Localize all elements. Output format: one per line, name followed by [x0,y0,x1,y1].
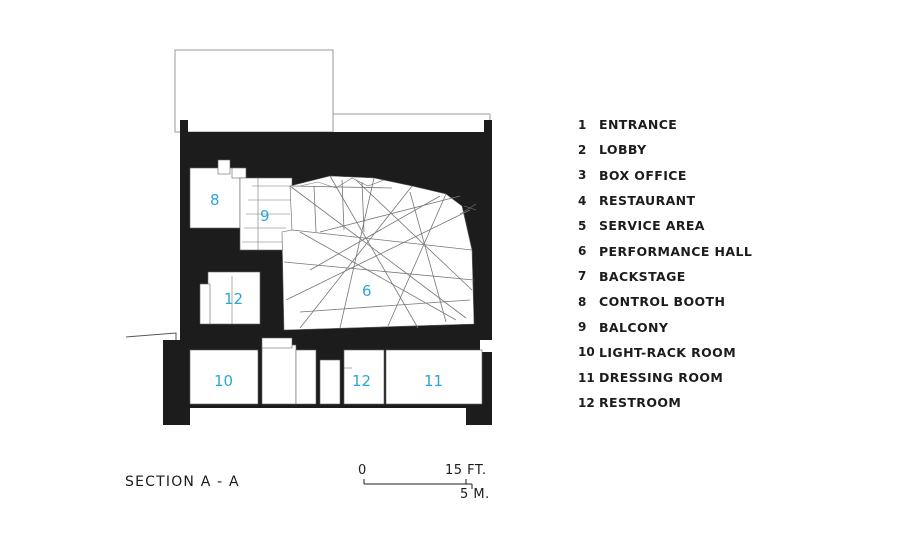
restroom-lower-room [343,349,385,405]
legend-label: BOX OFFICE [599,167,687,183]
legend-label: RESTAURANT [599,193,696,209]
legend-label: ENTRANCE [599,117,678,133]
legend-number: 12 [578,395,595,410]
legend-label: CONTROL BOOTH [599,294,726,310]
adjacent-building-outline [174,49,334,133]
legend-item: 8 CONTROL BOOTH [578,289,752,314]
legend-number: 8 [578,294,587,309]
scale-bar: 0 15 FT. 5 M. [358,463,490,502]
legend-item: 5 SERVICE AREA [578,213,752,238]
legend-label: PERFORMANCE HALL [599,243,753,259]
legend-label: BALCONY [599,319,669,335]
legend-number: 9 [578,320,587,335]
dressing-room [385,349,483,405]
corridor-upper [261,337,293,349]
section-title: SECTION A - A [125,474,240,490]
legend-number: 11 [578,370,595,385]
scale-feet: 15 FT. [445,463,486,478]
room-label-balcony: 9 [260,207,270,225]
legend-item: 9 BALCONY [578,314,752,339]
performance-hall-room [281,175,475,331]
legend-number: 6 [578,244,587,259]
legend-item: 4 RESTAURANT [578,188,752,213]
legend-item: 1 ENTRANCE [578,112,752,137]
stair-space [295,349,317,405]
booth-equipment-2 [231,167,247,179]
control-booth-room [189,167,241,229]
light-rack-room [189,349,259,405]
booth-equipment [217,159,231,175]
legend-item: 7 BACKSTAGE [578,264,752,289]
legend-number: 1 [578,117,587,132]
hall-structure-lines [283,175,475,329]
room-label-light-rack-room: 10 [214,372,233,390]
restroom-stall [199,283,211,325]
legend-label: LIGHT-RACK ROOM [599,344,737,360]
legend-item: 10 LIGHT-RACK ROOM [578,340,752,365]
room-label-control-booth: 8 [210,191,220,209]
legend-label: RESTROOM [599,395,682,411]
room-label-restroom-upper: 12 [224,290,243,308]
legend-number: 5 [578,218,587,233]
legend-item: 11 DRESSING ROOM [578,365,752,390]
balcony-steps [242,178,292,250]
legend-number: 2 [578,142,587,157]
scale-meters: 5 M. [460,487,490,502]
legend-label: BACKSTAGE [599,268,686,284]
room-label-dressing-room: 11 [424,372,443,390]
legend: 1 ENTRANCE 2 LOBBY 3 BOX OFFICE 4 RESTAURANT 5 SE… [578,112,752,416]
legend-label: DRESSING ROOM [599,370,724,386]
hall-roof-lattice [299,177,477,215]
restroom-upper-room [207,271,261,325]
storage-space [319,359,341,405]
legend-item: 2 LOBBY [578,137,752,162]
room-label-restroom-lower: 12 [352,372,371,390]
legend-number: 4 [578,193,587,208]
legend-item: 12 RESTROOM [578,390,752,415]
legend-number: 10 [578,345,595,360]
legend-number: 7 [578,269,587,284]
legend-item: 3 BOX OFFICE [578,163,752,188]
legend-label: LOBBY [599,142,647,158]
legend-label: SERVICE AREA [599,218,705,234]
room-label-performance-hall: 6 [362,282,372,300]
legend-number: 3 [578,168,587,183]
scale-zero: 0 [358,463,367,478]
corridor-space [261,344,297,405]
legend-item: 6 PERFORMANCE HALL [578,238,752,263]
